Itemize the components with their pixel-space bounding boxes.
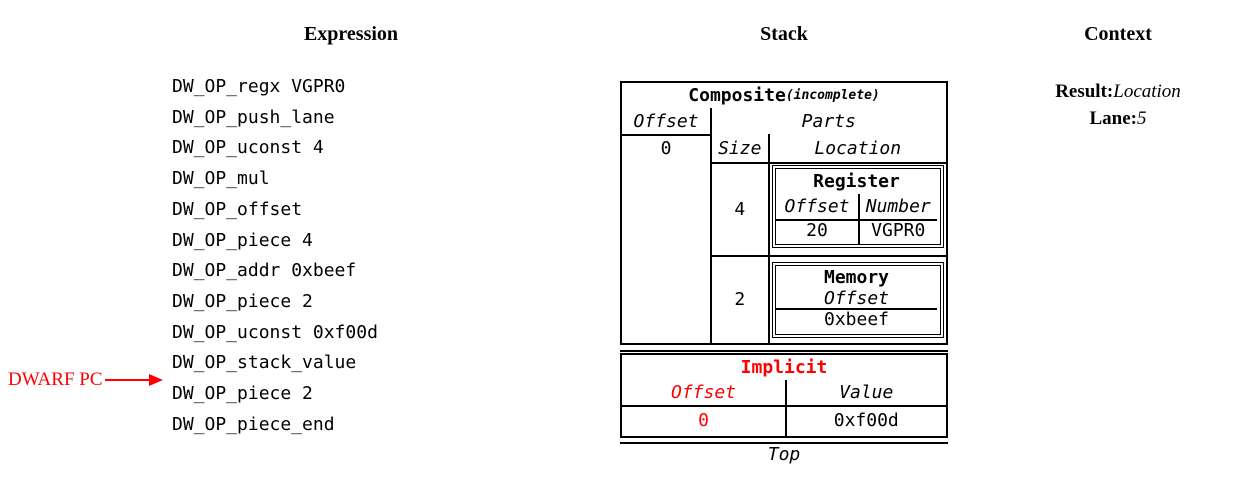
register-table: Register Offset Number 20 VGPR0 bbox=[775, 168, 941, 245]
implicit-offset-header: Offset bbox=[670, 382, 737, 403]
context-lane-row: Lane:5 bbox=[1018, 105, 1218, 132]
part-1-register-location: Register Offset Number 20 VGPR0 bbox=[772, 165, 944, 248]
stack-bottom-separator bbox=[620, 442, 948, 444]
implicit-offset-value: 0 bbox=[698, 410, 709, 431]
register-header-underline bbox=[776, 219, 937, 221]
context-column-header: Context bbox=[1084, 23, 1152, 45]
stack-column-header: Stack bbox=[760, 23, 808, 45]
part-2-size-value: 2 bbox=[734, 289, 746, 311]
expression-item: DW_OP_piece 2 bbox=[172, 290, 313, 312]
implicit-value-header: Value bbox=[839, 382, 894, 403]
expression-column-header: Expression bbox=[303, 23, 399, 45]
expression-item: DW_OP_push_lane bbox=[172, 106, 335, 128]
dwarf-pc-arrow-head-icon bbox=[148, 374, 163, 386]
composite-offset-value: 0 bbox=[660, 138, 672, 159]
composite-title-text: Composite bbox=[688, 85, 786, 106]
composite-subtitle: (incomplete) bbox=[785, 88, 880, 103]
part-2-memory-location: Memory Offset 0xbeef bbox=[772, 262, 944, 338]
memory-title: Memory bbox=[823, 266, 890, 288]
stack-entry-composite: Composite(incomplete) Offset 0 Parts Siz… bbox=[620, 81, 948, 345]
memory-offset-header: Offset bbox=[823, 287, 890, 309]
expression-item: DW_OP_piece_end bbox=[172, 413, 335, 435]
expression-item: DW_OP_addr 0xbeef bbox=[172, 260, 357, 282]
lane-value: 5 bbox=[1137, 108, 1147, 129]
register-number-value: VGPR0 bbox=[871, 220, 926, 241]
composite-size-header: Size bbox=[718, 137, 762, 159]
dwarf-pc-pointer: DWARF PC bbox=[8, 368, 163, 392]
expression-item: DW_OP_uconst 0xf00d bbox=[172, 321, 378, 343]
composite-size-location-underline bbox=[710, 162, 946, 164]
expression-item: DW_OP_piece 4 bbox=[172, 229, 313, 251]
stack-entry-separator bbox=[620, 350, 948, 352]
implicit-value-value: 0xf00d bbox=[833, 410, 899, 431]
implicit-title: Implicit bbox=[740, 357, 828, 378]
composite-part-separator bbox=[710, 255, 946, 257]
register-title: Register bbox=[813, 171, 900, 192]
context-result-row: Result:Location bbox=[1018, 78, 1218, 105]
composite-offset-parts-divider bbox=[710, 108, 712, 343]
implicit-column-divider bbox=[785, 380, 787, 436]
register-number-header: Number bbox=[865, 196, 931, 217]
expression-item: DW_OP_offset bbox=[172, 198, 303, 220]
expression-item: DW_OP_stack_value bbox=[172, 352, 357, 374]
memory-header-underline bbox=[776, 308, 937, 310]
lane-label: Lane: bbox=[1089, 108, 1138, 129]
implicit-header-underline bbox=[622, 405, 946, 407]
composite-parts-header: Parts bbox=[801, 110, 856, 132]
expression-item: DW_OP_mul bbox=[172, 168, 270, 190]
dwarf-pc-arrow-line bbox=[104, 379, 149, 381]
stack-entry-implicit: Implicit Offset Value 0 0xf00d bbox=[620, 353, 948, 438]
dwarf-pc-label: DWARF PC bbox=[8, 369, 103, 390]
register-offset-header: Offset bbox=[784, 196, 850, 217]
expression-item: DW_OP_uconst 4 bbox=[172, 137, 324, 159]
part-1-size-value: 4 bbox=[734, 198, 746, 220]
expression-item: DW_OP_piece 2 bbox=[172, 383, 313, 405]
expression-item: DW_OP_regx VGPR0 bbox=[172, 76, 346, 97]
register-offset-value: 20 bbox=[806, 220, 828, 241]
memory-table: Memory Offset 0xbeef bbox=[775, 265, 941, 335]
composite-offset-underline bbox=[622, 134, 712, 136]
stack-top-label: Top bbox=[767, 444, 801, 465]
composite-title: Composite(incomplete) bbox=[622, 83, 946, 108]
context-panel: Result:Location Lane:5 bbox=[1018, 78, 1218, 132]
memory-offset-value: 0xbeef bbox=[823, 309, 890, 330]
composite-location-header: Location bbox=[814, 137, 902, 159]
result-label: Result: bbox=[1055, 81, 1114, 102]
composite-offset-header: Offset bbox=[633, 110, 699, 132]
result-value: Location bbox=[1113, 81, 1181, 102]
composite-size-location-divider bbox=[768, 134, 770, 343]
stack-panel: Composite(incomplete) Offset 0 Parts Siz… bbox=[620, 81, 948, 491]
